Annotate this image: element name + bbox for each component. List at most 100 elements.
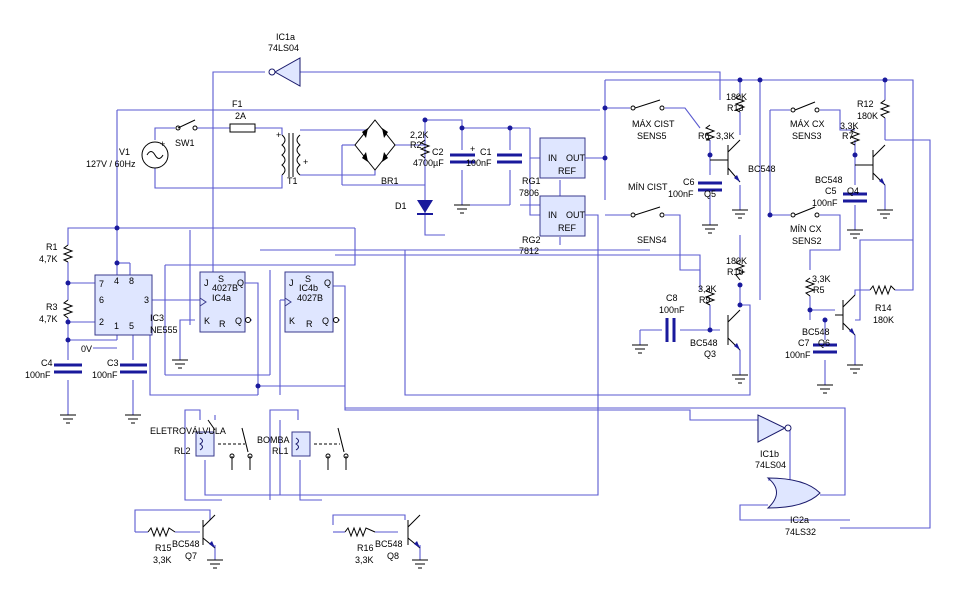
f1-label: F1 bbox=[232, 99, 243, 109]
r12-value: 180K bbox=[857, 111, 878, 121]
r14-value: 180K bbox=[873, 315, 894, 325]
q4-label: Q4 bbox=[847, 186, 859, 196]
q6-label: Q6 bbox=[818, 338, 830, 348]
rl1-label: RL1 bbox=[272, 446, 289, 456]
r9-value: 3,3K bbox=[698, 284, 717, 294]
sensor-switches bbox=[630, 99, 820, 218]
c6-label: C6 bbox=[683, 177, 695, 187]
ic4b-q: Q bbox=[324, 278, 331, 288]
r9-label: R9 bbox=[699, 295, 711, 305]
ic1b-label: IC1b bbox=[760, 449, 779, 459]
rg2-label: RG2 bbox=[522, 235, 541, 245]
rg2-value: 7812 bbox=[519, 246, 539, 256]
v1-source bbox=[141, 141, 169, 169]
ic4a-label: IC4a bbox=[212, 293, 231, 303]
c4-label: C4 bbox=[41, 358, 53, 368]
diode-d1 bbox=[417, 200, 433, 215]
ic4a-k: K bbox=[204, 316, 210, 326]
rg1-out: OUT bbox=[566, 153, 586, 163]
ic4b-qbar: Q bbox=[322, 316, 329, 326]
max-cist-label: MÁX CIST bbox=[632, 119, 675, 129]
ic4a-q: Q bbox=[237, 278, 244, 288]
ic3-label: IC3 bbox=[150, 313, 164, 323]
r10-value: 180K bbox=[726, 256, 747, 266]
transistor-arrows bbox=[209, 175, 885, 548]
rg1-label: RG1 bbox=[522, 176, 541, 186]
r6-label: R6 bbox=[698, 131, 710, 141]
r7-label: R7 bbox=[842, 131, 854, 141]
r3-label: R3 bbox=[46, 302, 58, 312]
v1-value: 127V / 60Hz bbox=[86, 159, 136, 169]
ic3-pin6: 6 bbox=[99, 295, 104, 305]
rg2-out: OUT bbox=[566, 210, 586, 220]
ic2a-type: 74LS32 bbox=[785, 527, 816, 537]
ic4b-qbar-bubble bbox=[333, 317, 339, 323]
c5-label: C5 bbox=[825, 186, 837, 196]
ic4b-flipflop bbox=[284, 271, 334, 333]
c2-value: 4700µF bbox=[413, 158, 444, 168]
ic3-pin5: 5 bbox=[129, 321, 134, 331]
ic4a-r: R bbox=[219, 319, 226, 329]
eletrovalvula-label: ELETROVÁLVULA bbox=[150, 426, 226, 436]
ic4a-s: S bbox=[218, 274, 224, 284]
d1-label: D1 bbox=[395, 201, 407, 211]
zero-v-label: 0V bbox=[81, 344, 92, 354]
sens4-label: SENS4 bbox=[637, 235, 667, 245]
fuse-f1 bbox=[229, 123, 256, 133]
f1-value: 2A bbox=[235, 111, 246, 121]
r15-label: R15 bbox=[155, 543, 172, 553]
t1-plus-secondary: + bbox=[303, 157, 308, 167]
q8-label: Q8 bbox=[387, 551, 399, 561]
rl2-label: RL2 bbox=[174, 446, 191, 456]
transistors bbox=[202, 139, 886, 549]
r14-label: R14 bbox=[875, 303, 892, 313]
r2-label: R2 bbox=[410, 140, 422, 150]
relay-rl1 bbox=[291, 427, 349, 470]
bomba-label: BOMBA bbox=[257, 435, 290, 445]
r15-value: 3,3K bbox=[153, 555, 172, 565]
c1-value: 100nF bbox=[466, 158, 492, 168]
sens3-label: SENS3 bbox=[792, 131, 822, 141]
r10-label: R10 bbox=[727, 267, 744, 277]
wires bbox=[67, 71, 931, 560]
q4-type: BC548 bbox=[815, 175, 843, 185]
q8-type: BC548 bbox=[375, 539, 403, 549]
rg1-in: IN bbox=[548, 153, 557, 163]
capacitors bbox=[54, 153, 867, 374]
regulator-rg2 bbox=[539, 195, 586, 237]
ic4b-k: K bbox=[289, 316, 295, 326]
q5-label: Q5 bbox=[704, 189, 716, 199]
ic4a-clock-mark bbox=[199, 297, 207, 307]
r1-value: 4,7K bbox=[39, 254, 58, 264]
ic3-pin1: 1 bbox=[114, 321, 119, 331]
sens2-label: SENS2 bbox=[792, 236, 822, 246]
ic4b-s: S bbox=[305, 274, 311, 284]
c3-value: 100nF bbox=[92, 370, 118, 380]
r3-value: 4,7K bbox=[39, 314, 58, 324]
ic1a-type: 74LS04 bbox=[268, 43, 299, 53]
v1-plus: + bbox=[160, 139, 165, 149]
ic4b-j: J bbox=[289, 278, 294, 288]
t1-label: T1 bbox=[287, 176, 298, 186]
bridge-br1 bbox=[354, 119, 396, 171]
r5-value: 3,3K bbox=[812, 274, 831, 284]
c5-value: 100nF bbox=[812, 198, 838, 208]
ic4a-qbar-bubble bbox=[245, 317, 251, 323]
relay-rl2 bbox=[195, 419, 253, 470]
ic2a-or-gate bbox=[766, 477, 821, 509]
r16-label: R16 bbox=[357, 543, 374, 553]
ic4b-type: 4027B bbox=[297, 293, 323, 303]
c8-value: 100nF bbox=[659, 305, 685, 315]
rg2-ref: REF bbox=[558, 223, 577, 233]
q6-type: BC548 bbox=[802, 327, 830, 337]
min-cx-label: MÍN CX bbox=[790, 224, 822, 234]
r13-label: R13 bbox=[727, 103, 744, 113]
rg2-in: IN bbox=[548, 210, 557, 220]
t1-plus-primary: + bbox=[276, 130, 281, 140]
resistors bbox=[62, 94, 896, 538]
sens5-label: SENS5 bbox=[637, 131, 667, 141]
grounds bbox=[60, 204, 893, 569]
ic3-pin8: 8 bbox=[129, 276, 134, 286]
q3-type: BC548 bbox=[690, 338, 718, 348]
